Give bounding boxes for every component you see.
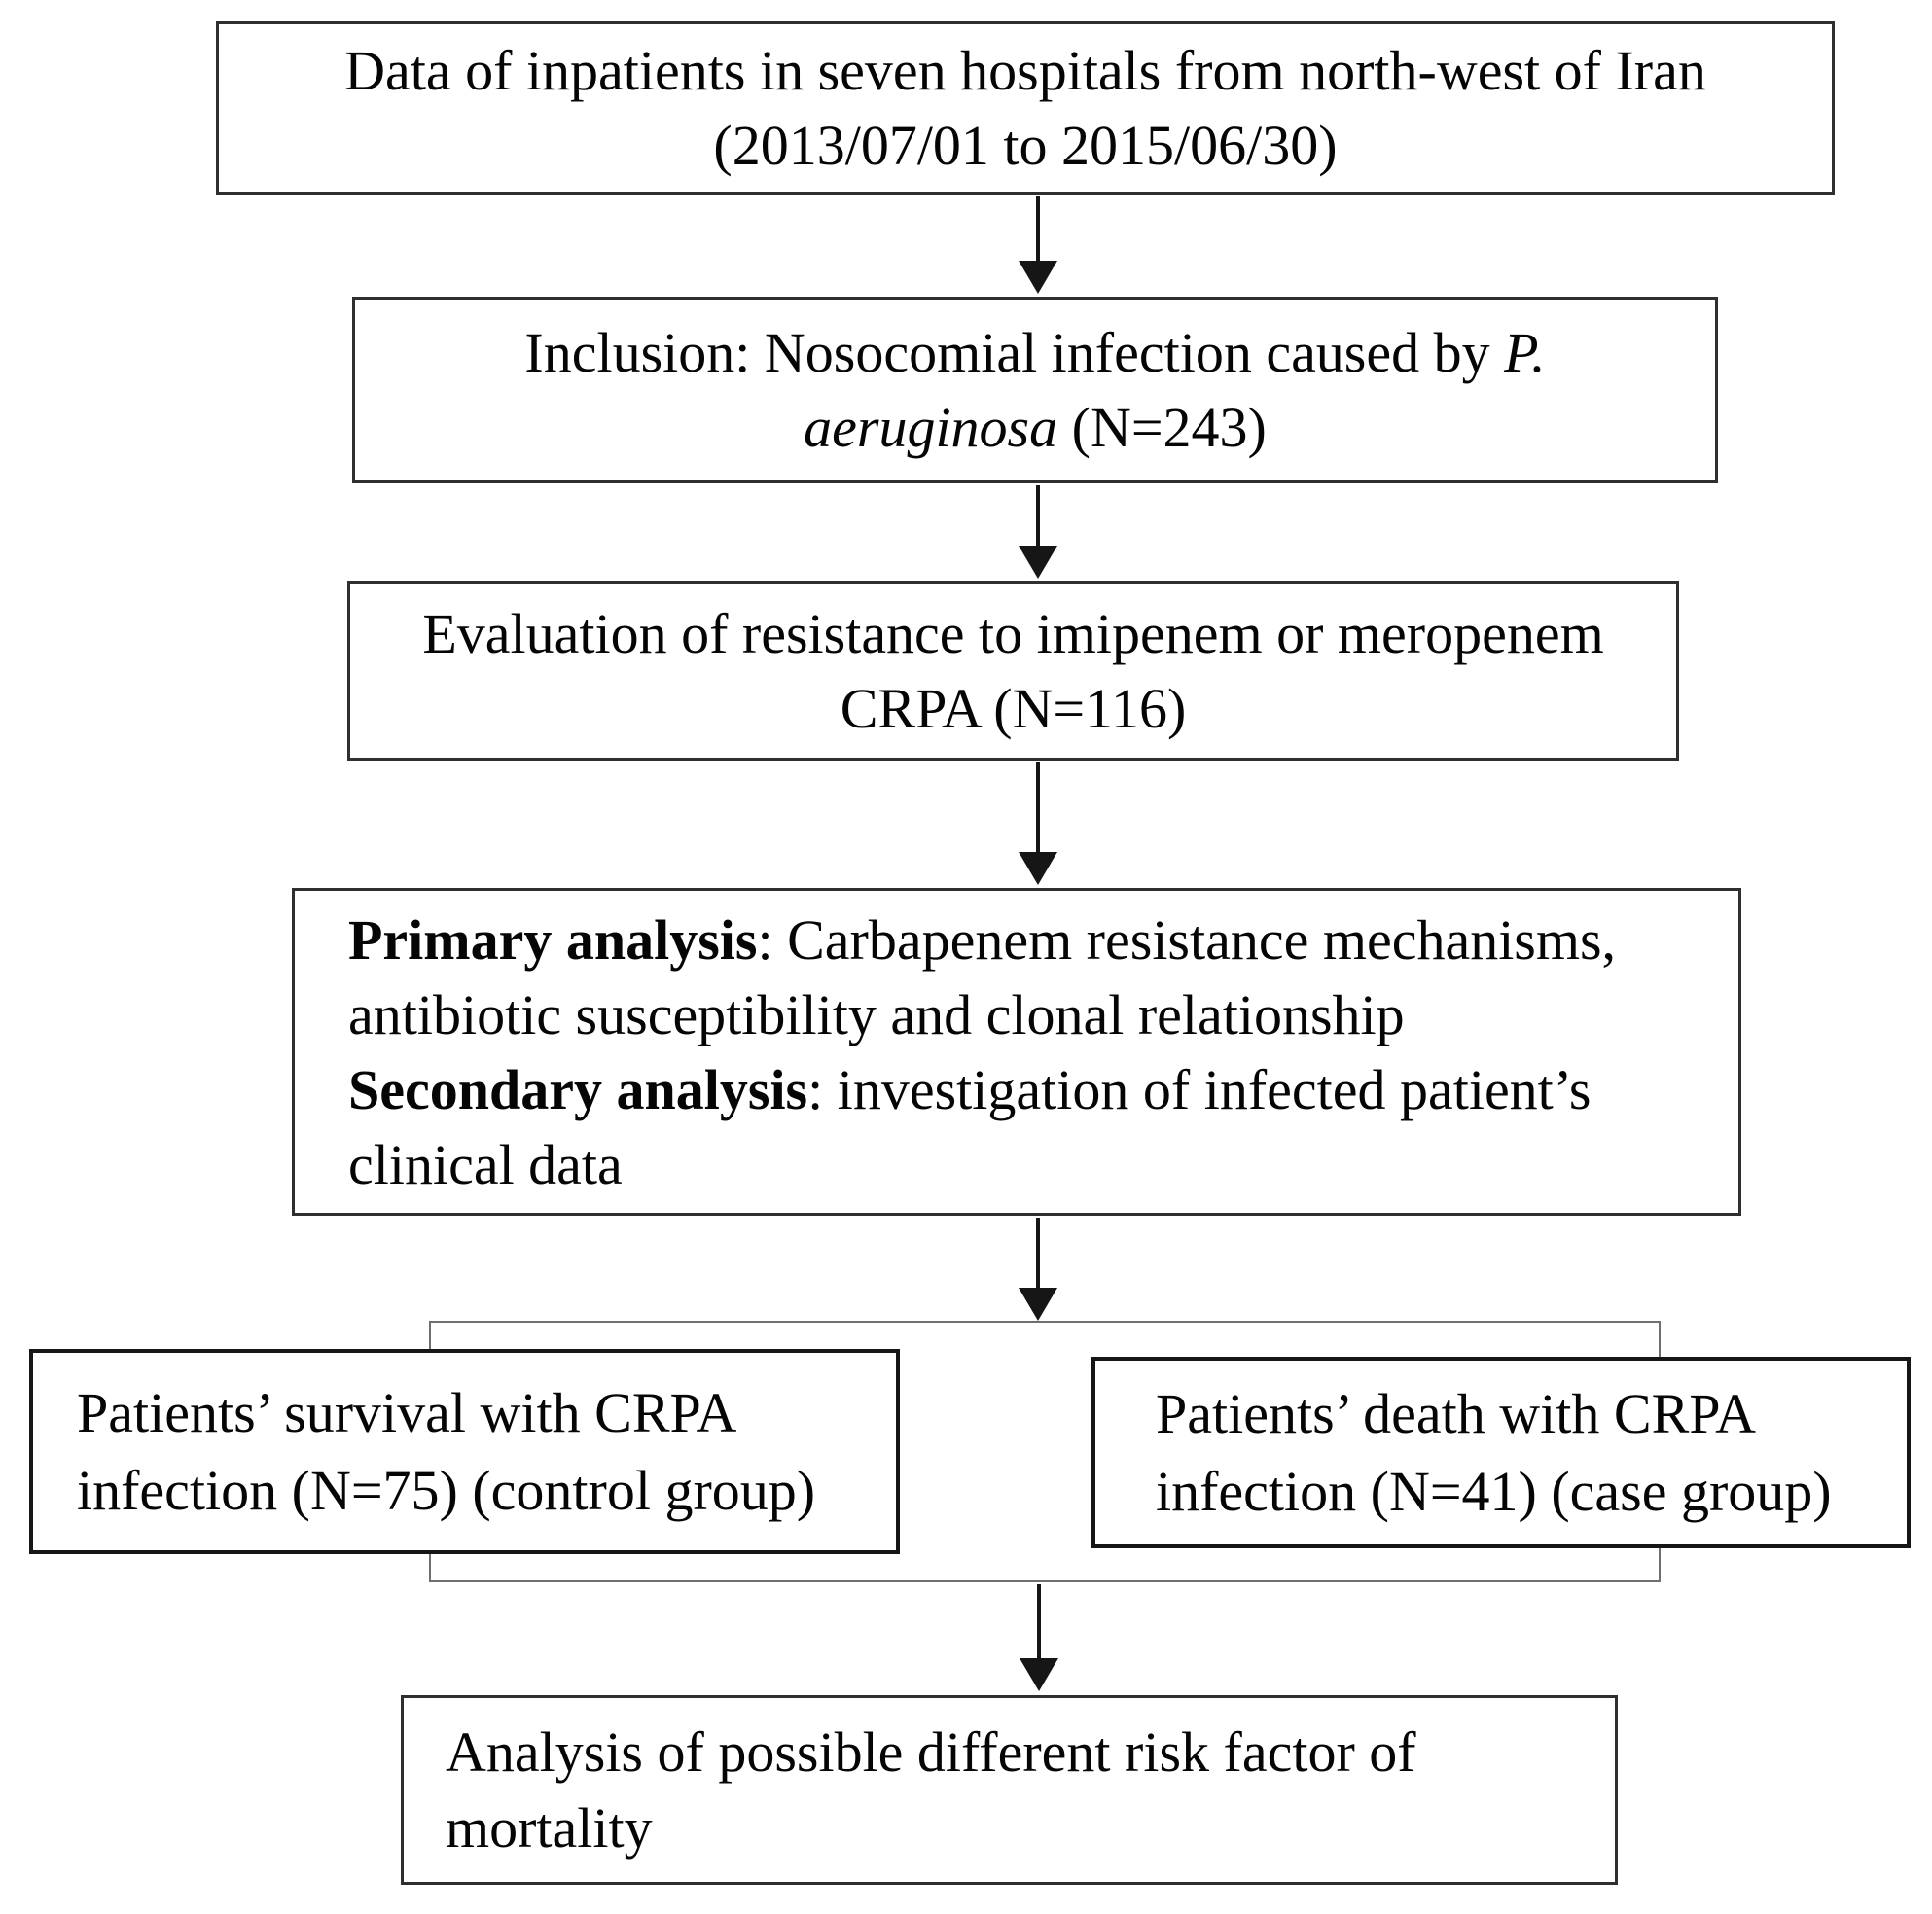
box-evaluation-line2: CRPA (N=116) [840, 676, 1187, 740]
box-outcome: Analysis of possible different risk fact… [401, 1695, 1618, 1885]
box-evaluation: Evaluation of resistance to imipenem or … [347, 581, 1679, 761]
box-data-source-line1: Data of inpatients in seven hospitals fr… [344, 39, 1706, 102]
box-outcome-line1: Analysis of possible different risk fact… [446, 1719, 1416, 1784]
box-inclusion-line2: aeruginosa (N=243) [804, 390, 1267, 465]
box-control-group: Patients’ survival with CRPA infection (… [29, 1349, 900, 1554]
arrow-down-stem-3 [1036, 762, 1040, 854]
arrow-down-icon-3 [1019, 852, 1057, 885]
box-data-source-line2: (2013/07/01 to 2015/06/30) [713, 114, 1338, 177]
arrow-down-stem-1 [1036, 196, 1040, 263]
primary-analysis-text-cont: antibiotic susceptibility and clonal rel… [348, 982, 1405, 1046]
secondary-analysis-label: Secondary analysis [348, 1057, 808, 1121]
inclusion-italic-species-name: aeruginosa [804, 396, 1058, 459]
inclusion-count-text: (N=243) [1057, 396, 1267, 459]
secondary-analysis-text-cont: clinical data [348, 1132, 623, 1196]
box-outcome-line2: mortality [446, 1795, 653, 1860]
arrow-down-icon-5 [1020, 1658, 1058, 1691]
primary-analysis-label: Primary analysis [348, 907, 758, 972]
box-case-group-line1: Patients’ death with CRPA [1156, 1381, 1757, 1445]
inclusion-regular-text: Inclusion: Nosocomial infection caused b… [524, 321, 1505, 384]
arrow-down-stem-4 [1036, 1218, 1040, 1290]
arrow-down-icon-2 [1019, 546, 1057, 579]
box-evaluation-line1: Evaluation of resistance to imipenem or … [422, 601, 1604, 665]
box-analyses-line3: Secondary analysis: investigation of inf… [348, 1052, 1592, 1127]
arrow-down-icon-4 [1019, 1288, 1057, 1321]
arrow-down-icon-1 [1019, 261, 1057, 294]
box-analyses-line1: Primary analysis: Carbapenem resistance … [348, 903, 1616, 977]
arrow-down-stem-2 [1036, 485, 1040, 548]
box-analyses-line2: antibiotic susceptibility and clonal rel… [348, 977, 1405, 1052]
box-inclusion-line1: Inclusion: Nosocomial infection caused b… [524, 315, 1545, 390]
arrow-down-stem-5 [1037, 1584, 1041, 1660]
box-analyses: Primary analysis: Carbapenem resistance … [292, 888, 1741, 1216]
box-case-group-line2: infection (N=41) (case group) [1156, 1459, 1832, 1523]
box-analyses-line4: clinical data [348, 1127, 623, 1202]
secondary-analysis-text: : investigation of infected patient’s [807, 1057, 1592, 1121]
primary-analysis-text: : Carbapenem resistance mechanisms, [757, 907, 1617, 972]
box-inclusion: Inclusion: Nosocomial infection caused b… [352, 297, 1718, 483]
box-control-group-line2: infection (N=75) (control group) [77, 1458, 816, 1522]
box-data-source: Data of inpatients in seven hospitals fr… [216, 21, 1835, 195]
box-control-group-line1: Patients’ survival with CRPA [77, 1380, 737, 1444]
inclusion-italic-species-p: P. [1504, 321, 1546, 384]
box-case-group: Patients’ death with CRPA infection (N=4… [1091, 1357, 1911, 1548]
